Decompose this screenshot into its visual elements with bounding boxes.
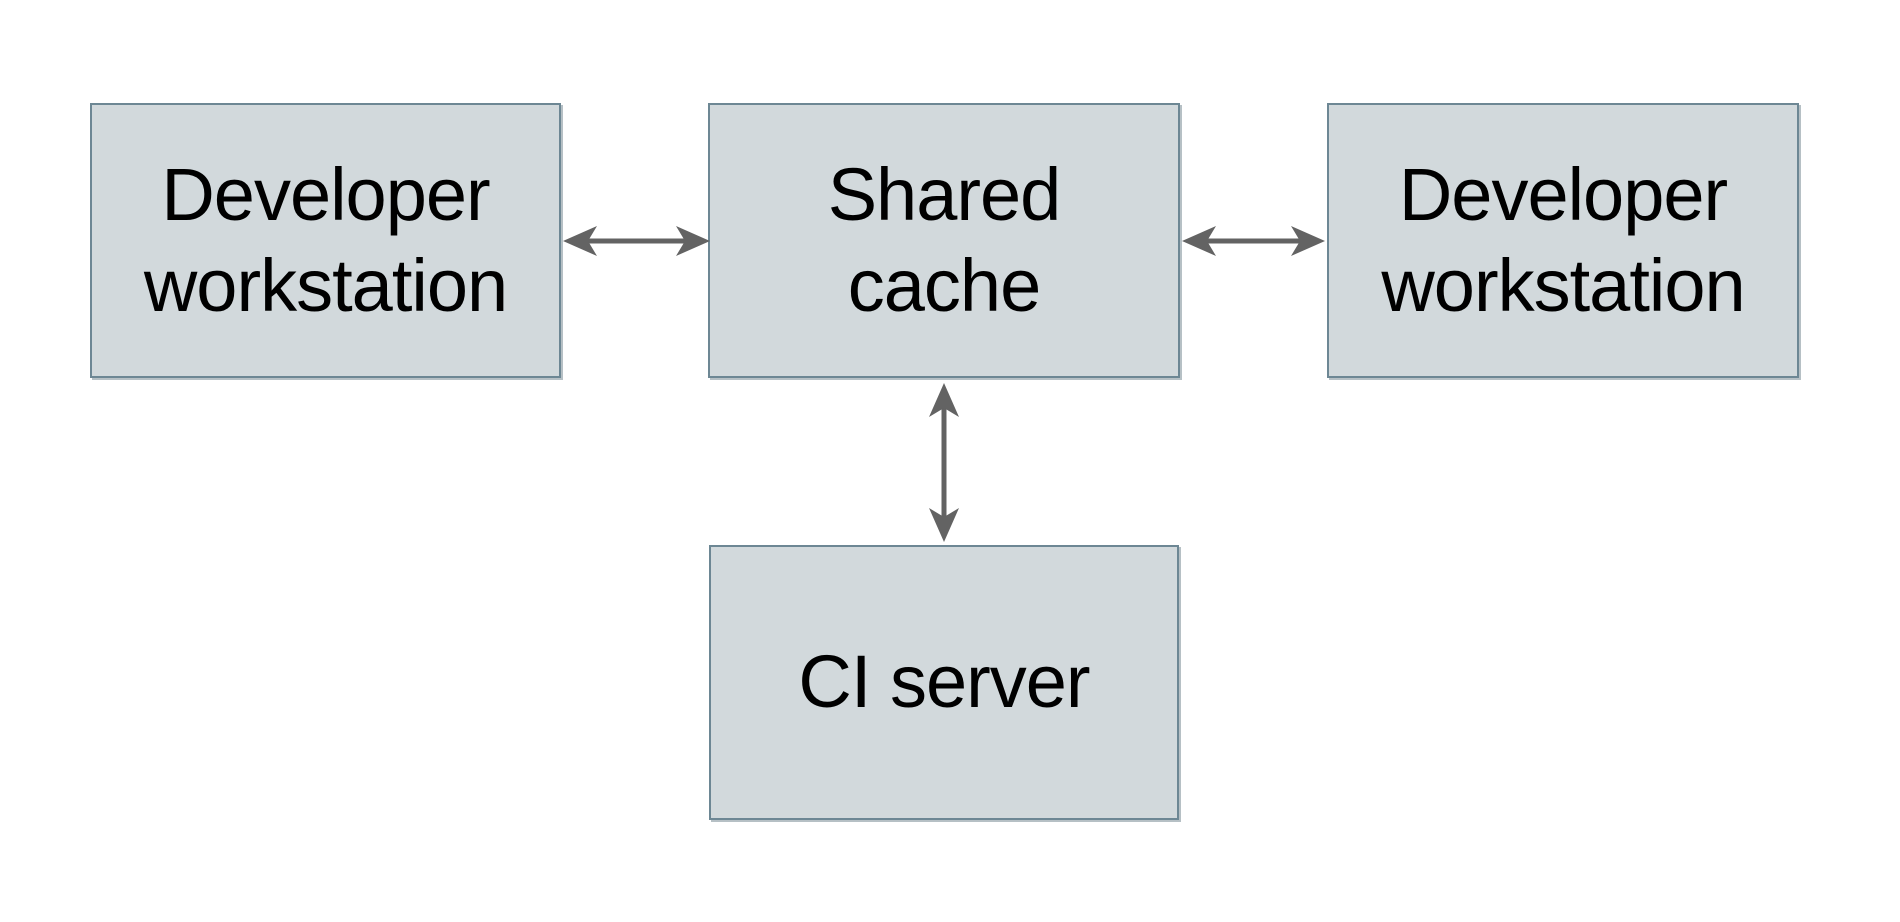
node-label-line: Developer (161, 153, 490, 237)
arrowhead-right-icon (676, 226, 710, 256)
bidirectional-arrow-shared-cache-right-workstation (1182, 226, 1325, 256)
arrowhead-down-icon (929, 508, 959, 542)
node-label-line: Developer (1398, 153, 1728, 237)
node-developer-workstation-left: Developer workstation (90, 103, 561, 378)
node-label-line: workstation (1381, 243, 1745, 327)
node-label-line: workstation (143, 243, 508, 327)
bidirectional-arrow-left-workstation-shared-cache (563, 226, 710, 256)
node-shared-cache: Shared cache (708, 103, 1180, 378)
arrowhead-up-icon (929, 383, 959, 417)
arrowhead-left-icon (563, 226, 597, 256)
node-label-line: cache (847, 243, 1041, 327)
node-developer-workstation-right: Developer workstation (1327, 103, 1799, 378)
node-ci-server: CI server (709, 545, 1179, 820)
node-label-line: CI server (798, 640, 1090, 724)
arrowhead-right-icon (1291, 226, 1325, 256)
bidirectional-arrow-shared-cache-ci-server (929, 383, 959, 542)
node-label-line: Shared (827, 153, 1062, 237)
arrowhead-left-icon (1182, 226, 1216, 256)
